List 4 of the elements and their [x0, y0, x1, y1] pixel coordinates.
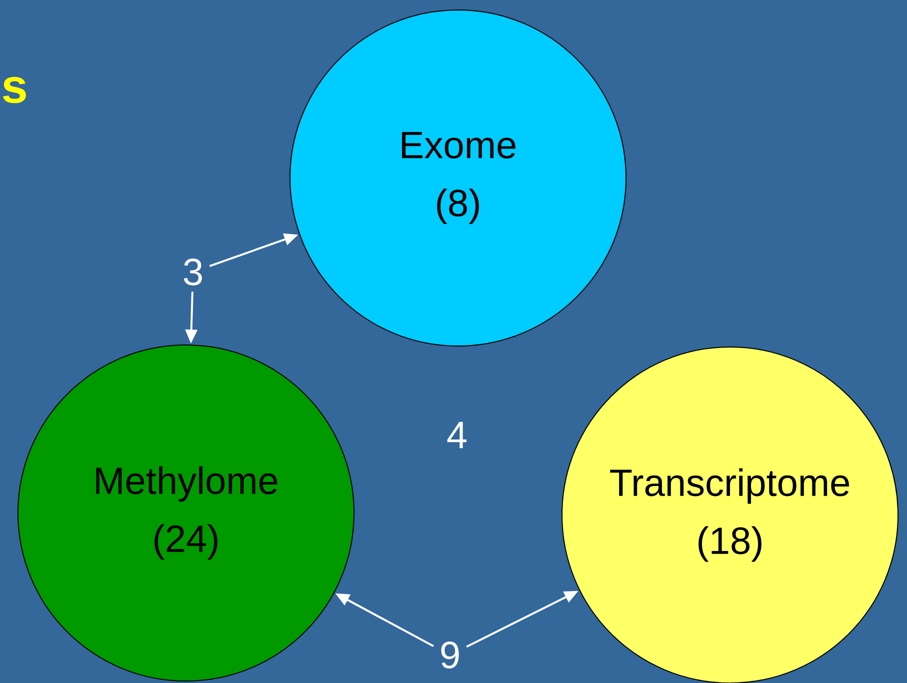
count-label: 4: [447, 422, 466, 448]
count-label: 3: [184, 258, 202, 286]
count-label: 9: [441, 642, 459, 668]
title: s: [2, 76, 26, 104]
